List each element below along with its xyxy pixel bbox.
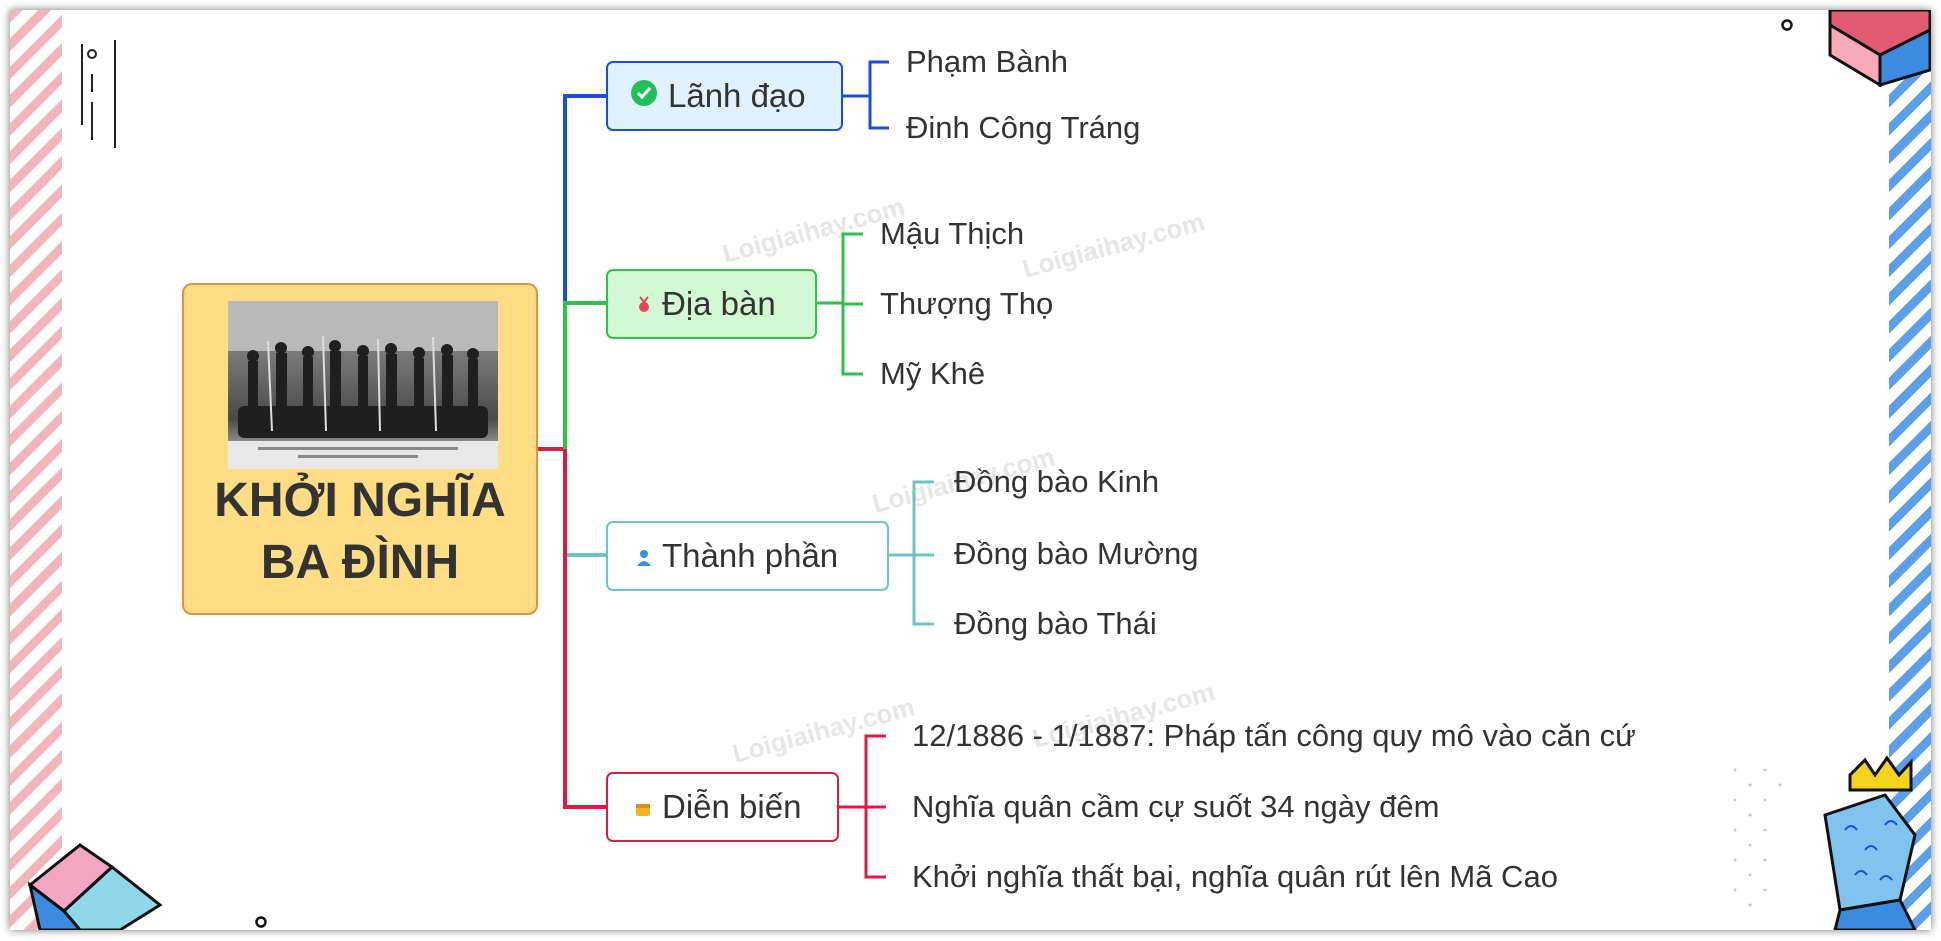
branch-label: Lãnh đạo <box>668 77 806 114</box>
branch-label: Diễn biến <box>662 788 802 825</box>
circle-decoration <box>255 916 267 928</box>
leaf-item[interactable]: Nghĩa quân cầm cự suốt 34 ngày đêm <box>912 789 1440 824</box>
leaf-item[interactable]: Đồng bào Thái <box>954 606 1157 641</box>
leaf-item[interactable]: Đinh Công Tráng <box>906 110 1141 145</box>
leaf-item[interactable]: Phạm Bành <box>906 44 1068 79</box>
branch-dia-ban[interactable]: Địa bàn <box>606 269 817 339</box>
leaf-item[interactable]: Khởi nghĩa thất bại, nghĩa quân rút lên … <box>912 859 1558 894</box>
connector-lines <box>538 60 934 879</box>
leaf-item[interactable]: Mỹ Khê <box>880 356 986 391</box>
branch-dien-bien[interactable]: Diễn biến <box>606 772 839 842</box>
leaf-item[interactable]: Thượng Thọ <box>880 286 1054 321</box>
crown-cube-decoration <box>1733 755 1917 930</box>
circle-decoration <box>1781 19 1793 31</box>
branch-label: Thành phần <box>662 537 839 574</box>
left-stripe-decoration <box>10 10 62 930</box>
branch-thanh-phan[interactable]: Thành phần <box>606 521 889 591</box>
person-icon <box>636 537 652 575</box>
branch-lanh-dao[interactable]: Lãnh đạo <box>606 61 843 131</box>
root-title-line: KHỞI NGHĨA <box>214 474 506 527</box>
mind-map-canvas: Loigiaihay.com Loigiaihay.com Loigiaihay… <box>10 10 1931 930</box>
line-decoration <box>81 40 116 148</box>
photo-figures <box>228 301 498 469</box>
root-title-line: BA ĐÌNH <box>260 536 460 589</box>
cube-decoration <box>1828 10 1931 88</box>
leaf-item[interactable]: 12/1886 - 1/1887: Pháp tấn công quy mô v… <box>912 718 1636 753</box>
leaf-item[interactable]: Mậu Thịch <box>880 216 1025 251</box>
historical-group-photo <box>228 301 498 469</box>
calendar-icon <box>634 788 652 826</box>
cube-decoration <box>27 843 163 930</box>
medal-icon <box>636 285 652 323</box>
root-topic[interactable]: KHỞI NGHĨA BA ĐÌNH <box>182 283 538 615</box>
leaf-item[interactable]: Đồng bào Kinh <box>954 464 1160 499</box>
root-title: KHỞI NGHĨA BA ĐÌNH <box>184 470 536 594</box>
check-circle-icon <box>630 77 658 115</box>
leaf-item[interactable]: Đồng bào Mường <box>954 536 1199 571</box>
branch-label: Địa bàn <box>662 285 776 322</box>
